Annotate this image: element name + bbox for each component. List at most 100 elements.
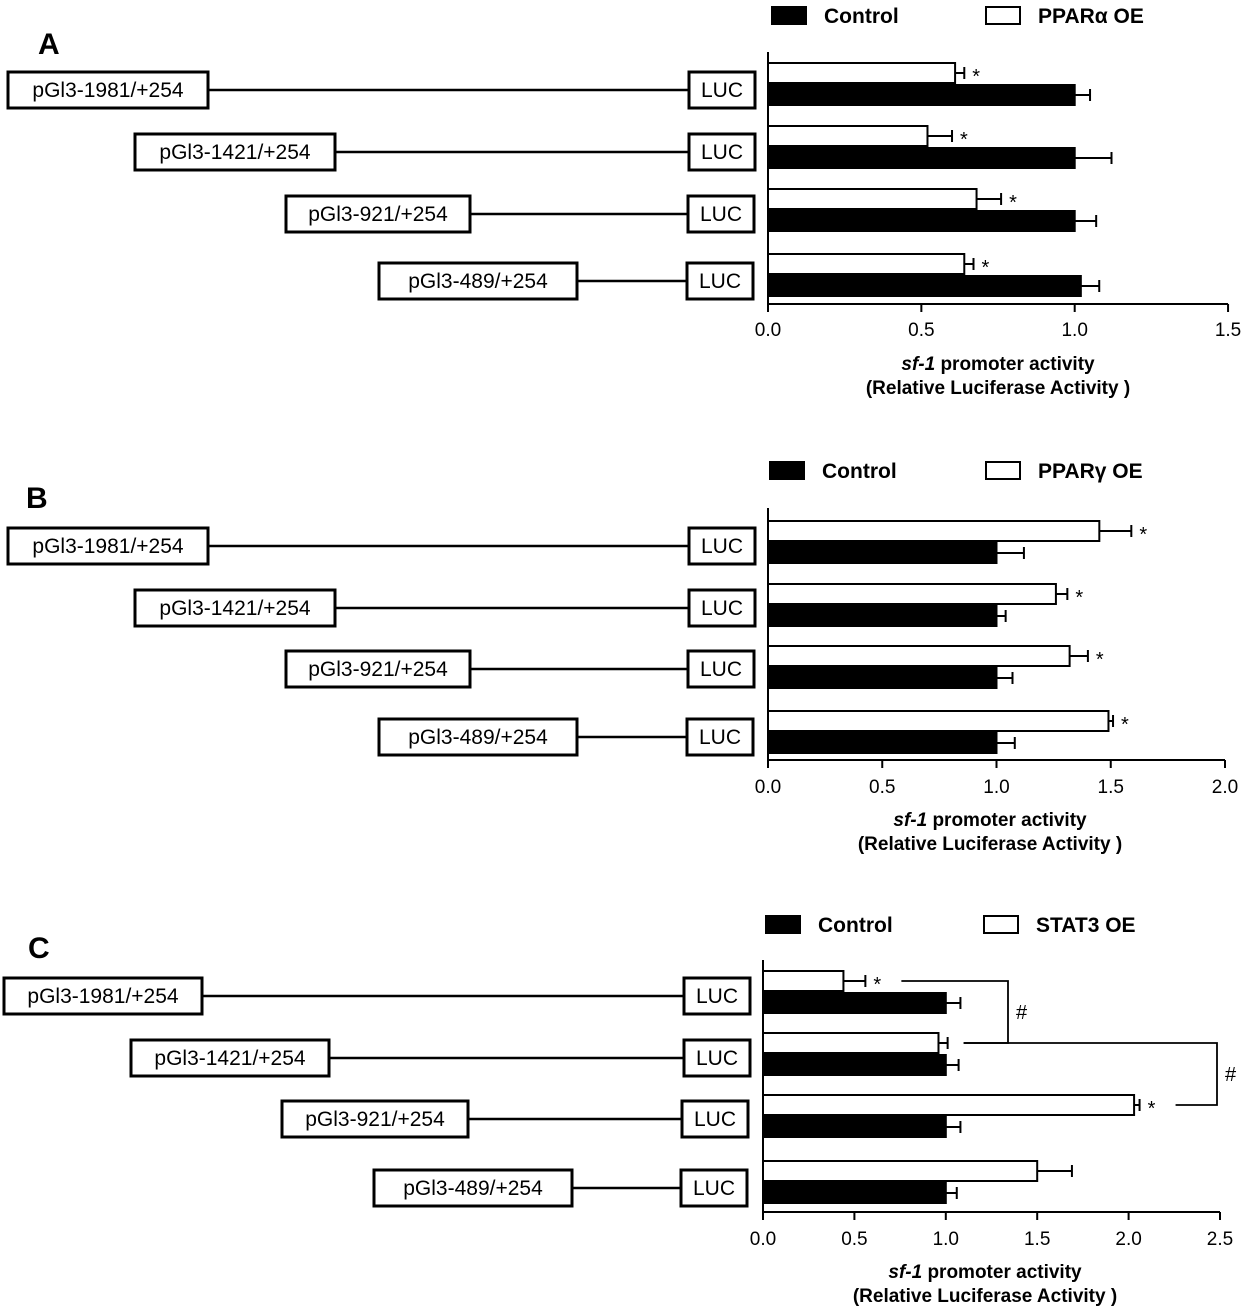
luc-label: LUC [693,1177,735,1200]
significance-asterisk: * [972,66,980,88]
bar-control [767,84,1076,106]
construct-label: pGl3-1421/+254 [159,141,311,164]
x-axis-label: sf-1 promoter activity [893,810,1087,831]
panel-letter: A [38,28,60,61]
construct-box [133,588,337,628]
comparison-hash: # [1016,1002,1028,1024]
luc-label: LUC [701,535,743,558]
bar-oe [762,1094,1136,1116]
construct-label: pGl3-1421/+254 [154,1047,306,1070]
significance-asterisk: * [960,129,968,151]
legend-swatch-oe [985,461,1021,480]
luc-box [682,1038,752,1078]
legend: Control STAT3 OE [765,914,1136,937]
bar-control [767,275,1082,297]
luc-label: LUC [696,985,738,1008]
x-tick-label: 1.5 [1024,1229,1050,1250]
construct-box [2,976,204,1016]
luc-box [682,976,752,1016]
panel-letter: B [26,482,48,515]
legend-label-control: Control [822,460,897,483]
construct-label: pGl3-1981/+254 [27,985,179,1008]
luc-box [687,70,757,110]
construct-box [372,1168,574,1208]
legend-swatch-control [769,461,805,480]
x-tick-label: 1.5 [1098,777,1124,798]
luc-box [679,1168,749,1208]
construct-label: pGl3-921/+254 [305,1108,445,1131]
significance-asterisk: * [873,974,881,996]
construct-box [284,649,472,689]
significance-asterisk: * [981,257,989,279]
bar-oe [762,1032,940,1054]
x-tick-label: 0.5 [841,1229,867,1250]
legend-label-control: Control [818,914,893,937]
construct-label: pGl3-1981/+254 [32,535,184,558]
x-tick-label: 0.5 [869,777,895,798]
bar-control [767,732,998,754]
bar-control [762,992,947,1014]
construct-box [280,1099,470,1139]
luc-box [687,132,757,172]
x-axis-label: sf-1 promoter activity [901,354,1095,375]
x-axis-label-line2: (Relative Luciferase Activity ) [853,1286,1117,1307]
x-tick-label: 1.5 [1215,320,1241,341]
legend-label-oe: STAT3 OE [1036,914,1136,937]
x-tick-label: 2.0 [1212,777,1238,798]
bar-control [762,1116,947,1138]
x-tick-label: 0.0 [755,320,781,341]
bar-oe [767,62,957,84]
x-tick-label: 0.0 [755,777,781,798]
x-tick-label: 0.5 [908,320,934,341]
bar-oe [767,583,1057,605]
luc-box [680,1099,750,1139]
luc-label: LUC [700,658,742,681]
construct-label: pGl3-489/+254 [403,1177,543,1200]
construct-box [6,70,210,110]
construct-label: pGl3-1421/+254 [159,597,311,620]
bar-control [767,605,998,627]
bar-oe [762,1160,1039,1182]
bar-control [767,667,998,689]
legend-swatch-control [771,6,807,25]
legend: Control PPARα OE [771,5,1144,28]
luc-box [687,588,757,628]
bar-oe [767,125,929,147]
legend-swatch-control [765,915,801,934]
x-tick-label: 1.0 [933,1229,959,1250]
comparison-bracket [963,1042,1218,1106]
legend: Control PPARγ OE [769,460,1143,483]
significance-asterisk: * [1139,524,1147,546]
comparison-hash: # [1225,1064,1237,1086]
bar-oe [767,645,1071,667]
luc-label: LUC [701,79,743,102]
legend-label-control: Control [824,5,899,28]
x-tick-label: 0.0 [750,1229,776,1250]
bar-oe [767,253,966,275]
x-tick-label: 1.0 [983,777,1009,798]
bar-control [762,1182,947,1204]
construct-label: pGl3-921/+254 [308,203,448,226]
luc-box [686,649,756,689]
panel-a: A Control PPARα OE pGl3-1981/+254 LUC pGl3-14… [6,5,1241,399]
x-tick-label: 2.5 [1207,1229,1233,1250]
legend-label-oe: PPARγ OE [1038,460,1143,483]
x-axis-label: sf-1 promoter activity [888,1262,1082,1283]
luc-box [686,194,756,234]
panel-letter: C [28,932,50,965]
construct-label: pGl3-489/+254 [408,270,548,293]
bar-control [762,1054,947,1076]
construct-box [129,1038,331,1078]
luc-label: LUC [696,1047,738,1070]
x-tick-label: 1.0 [1061,320,1087,341]
construct-box [284,194,472,234]
bar-oe [762,970,845,992]
legend-label-oe: PPARα OE [1038,5,1144,28]
legend-swatch-oe [983,915,1019,934]
construct-box [377,261,579,301]
construct-label: pGl3-489/+254 [408,726,548,749]
bar-control [767,147,1076,169]
construct-label: pGl3-1981/+254 [32,79,184,102]
